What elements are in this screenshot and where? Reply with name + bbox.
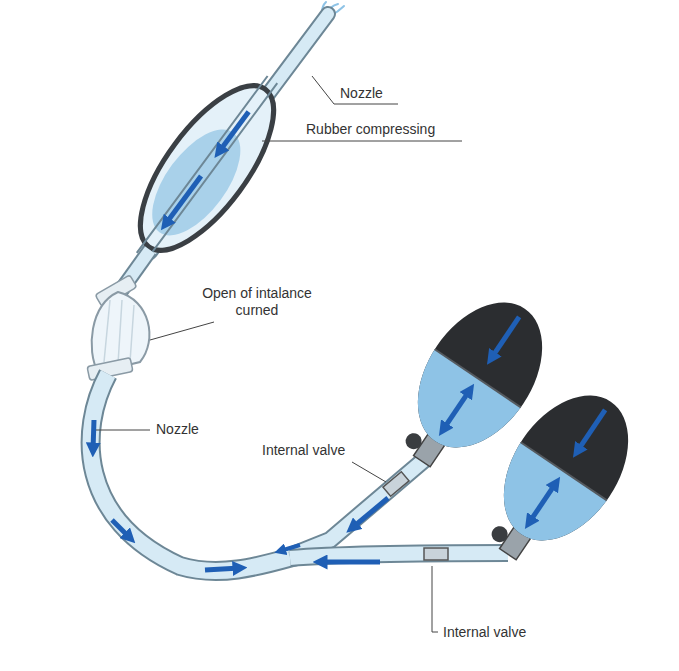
part-label: Nozzle	[340, 85, 383, 102]
part-label: Open of intalance curned	[192, 285, 322, 319]
squeeze-bulb	[465, 373, 654, 584]
main-hose	[91, 374, 296, 571]
leader-lines	[96, 76, 462, 632]
inline-bulb	[87, 275, 149, 380]
valve	[383, 472, 448, 560]
part-label: Nozzle	[156, 421, 199, 438]
part-label: Internal valve	[443, 624, 526, 641]
part-label: Internal valve	[262, 442, 345, 459]
y-branches	[280, 460, 508, 562]
part-label: Rubber compressing	[306, 121, 435, 138]
rubber-bulb	[109, 56, 304, 280]
